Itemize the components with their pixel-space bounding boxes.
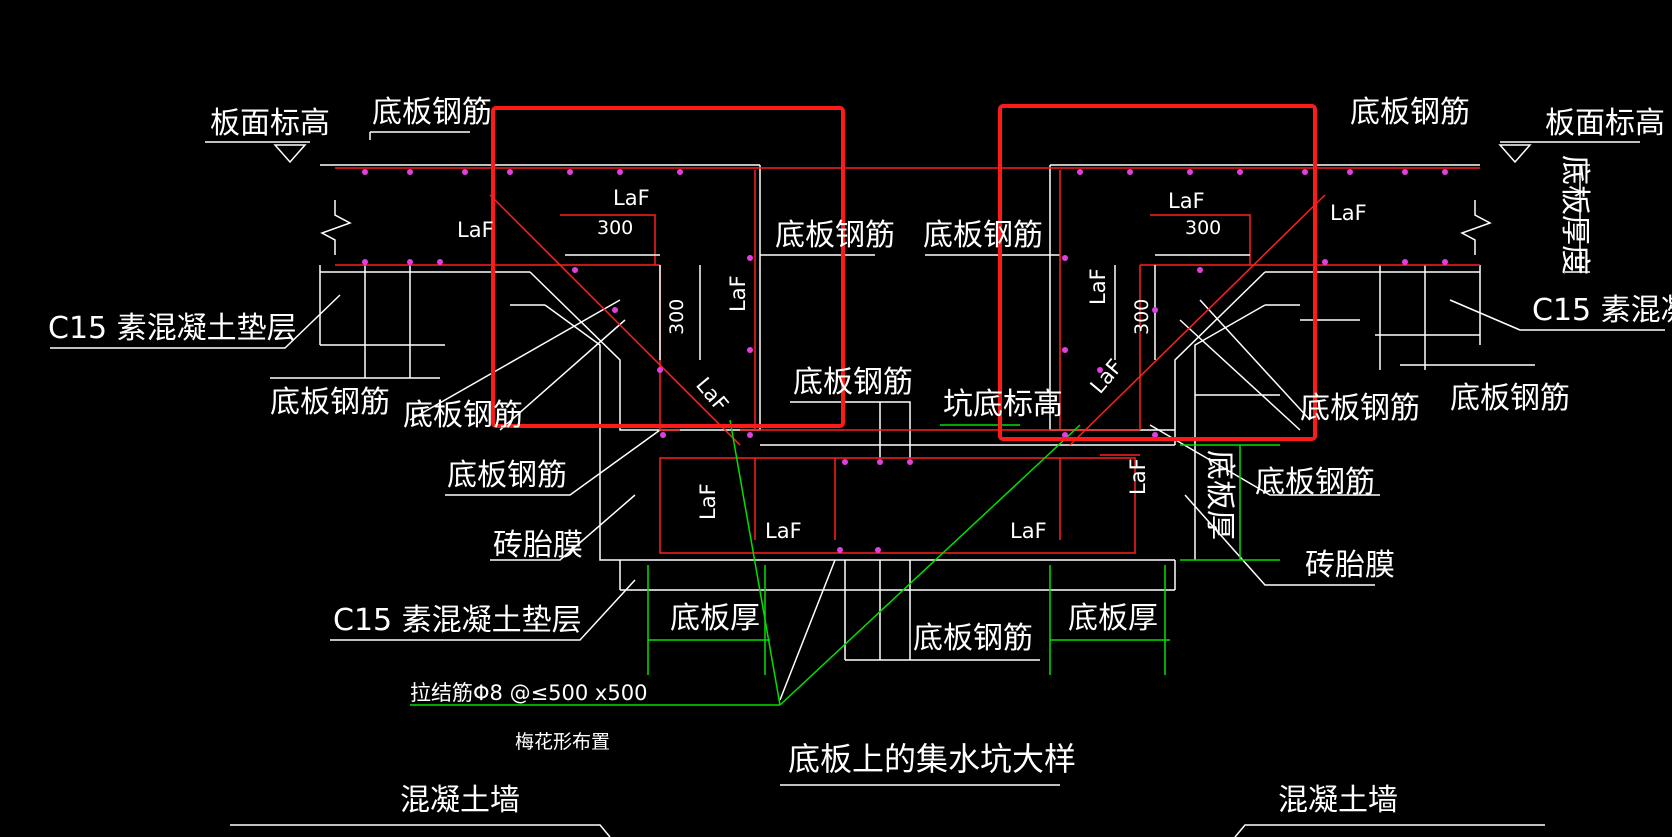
label-bottom-rebar: 底板钢筋 <box>1450 381 1570 416</box>
highlight-box-left[interactable] <box>491 106 845 428</box>
label-bottom-rebar: 底板钢筋 <box>775 218 895 253</box>
rebar-lines <box>335 167 1480 554</box>
rebar-dots <box>362 169 1448 553</box>
concrete-outline <box>50 131 1665 837</box>
labels: 板面标高 板面标高 底板钢筋 底板钢筋 底板钢筋 底板钢筋 底板钢筋 底板钢筋 … <box>48 95 1672 818</box>
label-bottom-rebar: 底板钢筋 <box>403 398 523 433</box>
label-tie-bar: 拉结筋Φ8 @≤500 x500 <box>410 681 647 705</box>
label-laf: LaF <box>691 373 733 417</box>
drawing-title: 底板上的集水坑大样 <box>788 740 1076 778</box>
label-brick-membrane-right: 砖胎膜 <box>1305 548 1395 583</box>
label-bottom-rebar: 底板钢筋 <box>913 621 1033 656</box>
label-bottom-rebar: 底板钢筋 <box>447 458 567 493</box>
highlight-box-right[interactable] <box>998 104 1317 441</box>
label-laf: LaF <box>1330 201 1367 225</box>
label-quincunx: 梅花形布置 <box>515 731 610 753</box>
label-c15-bedding-pit: C15 素混凝土垫层 <box>333 603 582 638</box>
label-pit-bottom-elev: 坑底标高 <box>943 387 1063 422</box>
label-bottom-rebar: 底板钢筋 <box>270 385 390 420</box>
label-laf: LaF <box>1010 519 1047 543</box>
label-laf: LaF <box>1168 189 1205 213</box>
label-laf: LaF <box>765 519 802 543</box>
label-dim-300: 300 <box>597 217 633 239</box>
label-bottom-rebar: 底板钢筋 <box>1350 95 1470 130</box>
label-slab-thick-right: 底板厚 <box>1068 601 1158 636</box>
label-c15-bedding-left: C15 素混凝土垫层 <box>48 311 297 346</box>
label-bottom-rebar: 底板钢筋 <box>1300 391 1420 426</box>
label-laf: LaF <box>1085 355 1127 399</box>
label-slab-top-elev-left: 板面标高 <box>210 106 330 141</box>
label-dim-300: 300 <box>1131 299 1153 335</box>
label-bottom-rebar: 底板钢筋 <box>923 218 1043 253</box>
label-laf: LaF <box>726 275 750 312</box>
label-slab-thickness: 底板厚度 <box>1557 155 1592 275</box>
label-concrete-wall-left: 混凝土墙 <box>400 783 520 818</box>
label-bottom-rebar: 底板钢筋 <box>372 95 492 130</box>
label-dim-300: 300 <box>666 299 688 335</box>
label-concrete-wall-right: 混凝土墙 <box>1278 783 1398 818</box>
label-c15-bedding-right: C15 素混凝土垫层 <box>1532 293 1672 328</box>
label-laf: LaF <box>613 186 650 210</box>
label-bottom-rebar: 底板钢筋 <box>793 365 913 400</box>
label-slab-thick-vertical: 底板厚 <box>1202 450 1237 540</box>
label-slab-thick-left: 底板厚 <box>670 601 760 636</box>
label-laf: LaF <box>457 218 494 242</box>
label-laf: LaF <box>1086 268 1110 305</box>
label-laf: LaF <box>1126 458 1150 495</box>
label-laf: LaF <box>696 483 720 520</box>
dimension-lines <box>410 419 1280 706</box>
label-brick-membrane-left: 砖胎膜 <box>493 528 583 563</box>
label-slab-top-elev-right: 板面标高 <box>1545 106 1665 141</box>
label-bottom-rebar: 底板钢筋 <box>1255 465 1375 500</box>
label-dim-300: 300 <box>1185 217 1221 239</box>
dim-300 <box>565 254 1250 360</box>
